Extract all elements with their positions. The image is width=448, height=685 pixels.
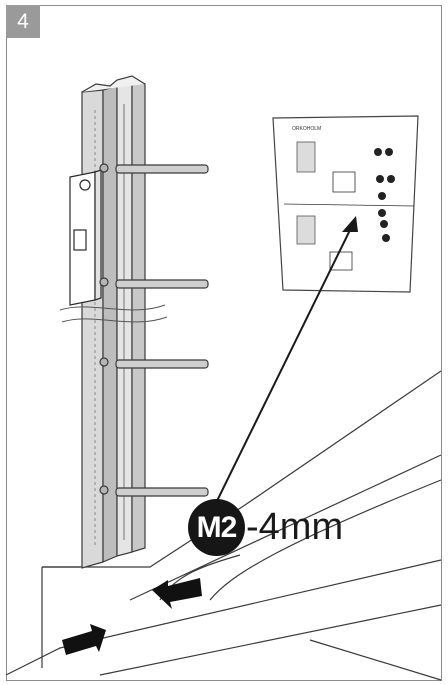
shower-tray bbox=[5, 370, 442, 681]
manual-brand: ORKOHOLM bbox=[292, 126, 321, 132]
screws bbox=[99, 163, 209, 497]
cut-line bbox=[59, 304, 168, 323]
screw-length-label: -4mm bbox=[246, 506, 344, 548]
arrow-right-icon bbox=[62, 624, 106, 655]
screw-code-badge: M2 bbox=[188, 499, 245, 556]
step-number-badge: 4 bbox=[6, 5, 40, 38]
installation-manual: ORKOHOLM bbox=[272, 115, 419, 293]
reference-arrow bbox=[214, 216, 358, 506]
arrow-left-icon bbox=[152, 578, 202, 609]
spirit-level bbox=[69, 169, 102, 306]
